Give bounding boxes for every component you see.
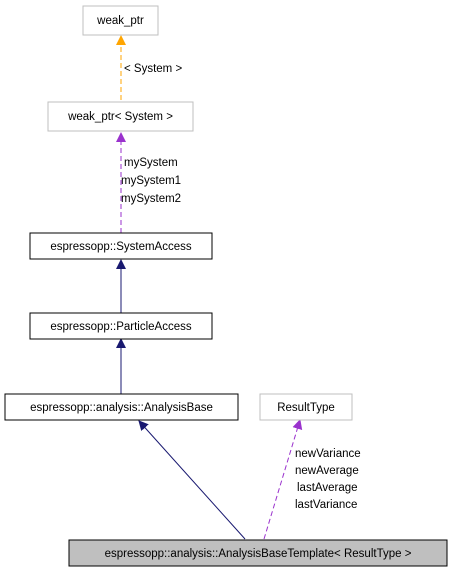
- node-label-particle-access: espressopp::ParticleAccess: [50, 321, 192, 333]
- edge-label-template-arg: < System >: [124, 63, 182, 75]
- node-label-analysis-base: espressopp::analysis::AnalysisBase: [30, 402, 213, 414]
- edge-label-lastvariance: lastVariance: [295, 499, 357, 511]
- node-particle-access[interactable]: espressopp::ParticleAccess: [29, 312, 213, 340]
- edge-label-lastaverage: lastAverage: [297, 482, 358, 494]
- node-analysis-base[interactable]: espressopp::analysis::AnalysisBase: [4, 393, 239, 421]
- node-label-weak-ptr-system: weak_ptr< System >: [67, 111, 173, 123]
- edge-label-mysystem1: mySystem1: [121, 175, 181, 187]
- node-result-type[interactable]: ResultType: [259, 393, 353, 421]
- node-label-result-type: ResultType: [277, 402, 335, 414]
- edge-label-mysystem2: mySystem2: [121, 193, 181, 205]
- edge-weakptr-system-to-weakptr: < System >: [116, 35, 182, 100]
- node-system-access[interactable]: espressopp::SystemAccess: [29, 232, 213, 260]
- edge-template-to-analysisbase: [138, 420, 246, 540]
- node-label-system-access: espressopp::SystemAccess: [50, 241, 192, 253]
- node-weak-ptr-system[interactable]: weak_ptr< System >: [47, 101, 194, 132]
- edge-systemaccess-to-weakptr-system: mySystem mySystem1 mySystem2: [116, 132, 181, 233]
- node-label-weak-ptr: weak_ptr: [96, 15, 144, 27]
- node-analysis-base-template[interactable]: espressopp::analysis::AnalysisBaseTempla…: [68, 539, 448, 567]
- node-weak-ptr[interactable]: weak_ptr: [82, 5, 159, 36]
- edge-label-mysystem: mySystem: [124, 157, 178, 169]
- edge-template-to-resulttype: newVariance newAverage lastAverage lastV…: [263, 419, 361, 540]
- edge-label-newvariance: newVariance: [295, 448, 361, 460]
- node-label-analysis-base-template: espressopp::analysis::AnalysisBaseTempla…: [105, 548, 412, 560]
- edge-label-newaverage: newAverage: [295, 465, 359, 477]
